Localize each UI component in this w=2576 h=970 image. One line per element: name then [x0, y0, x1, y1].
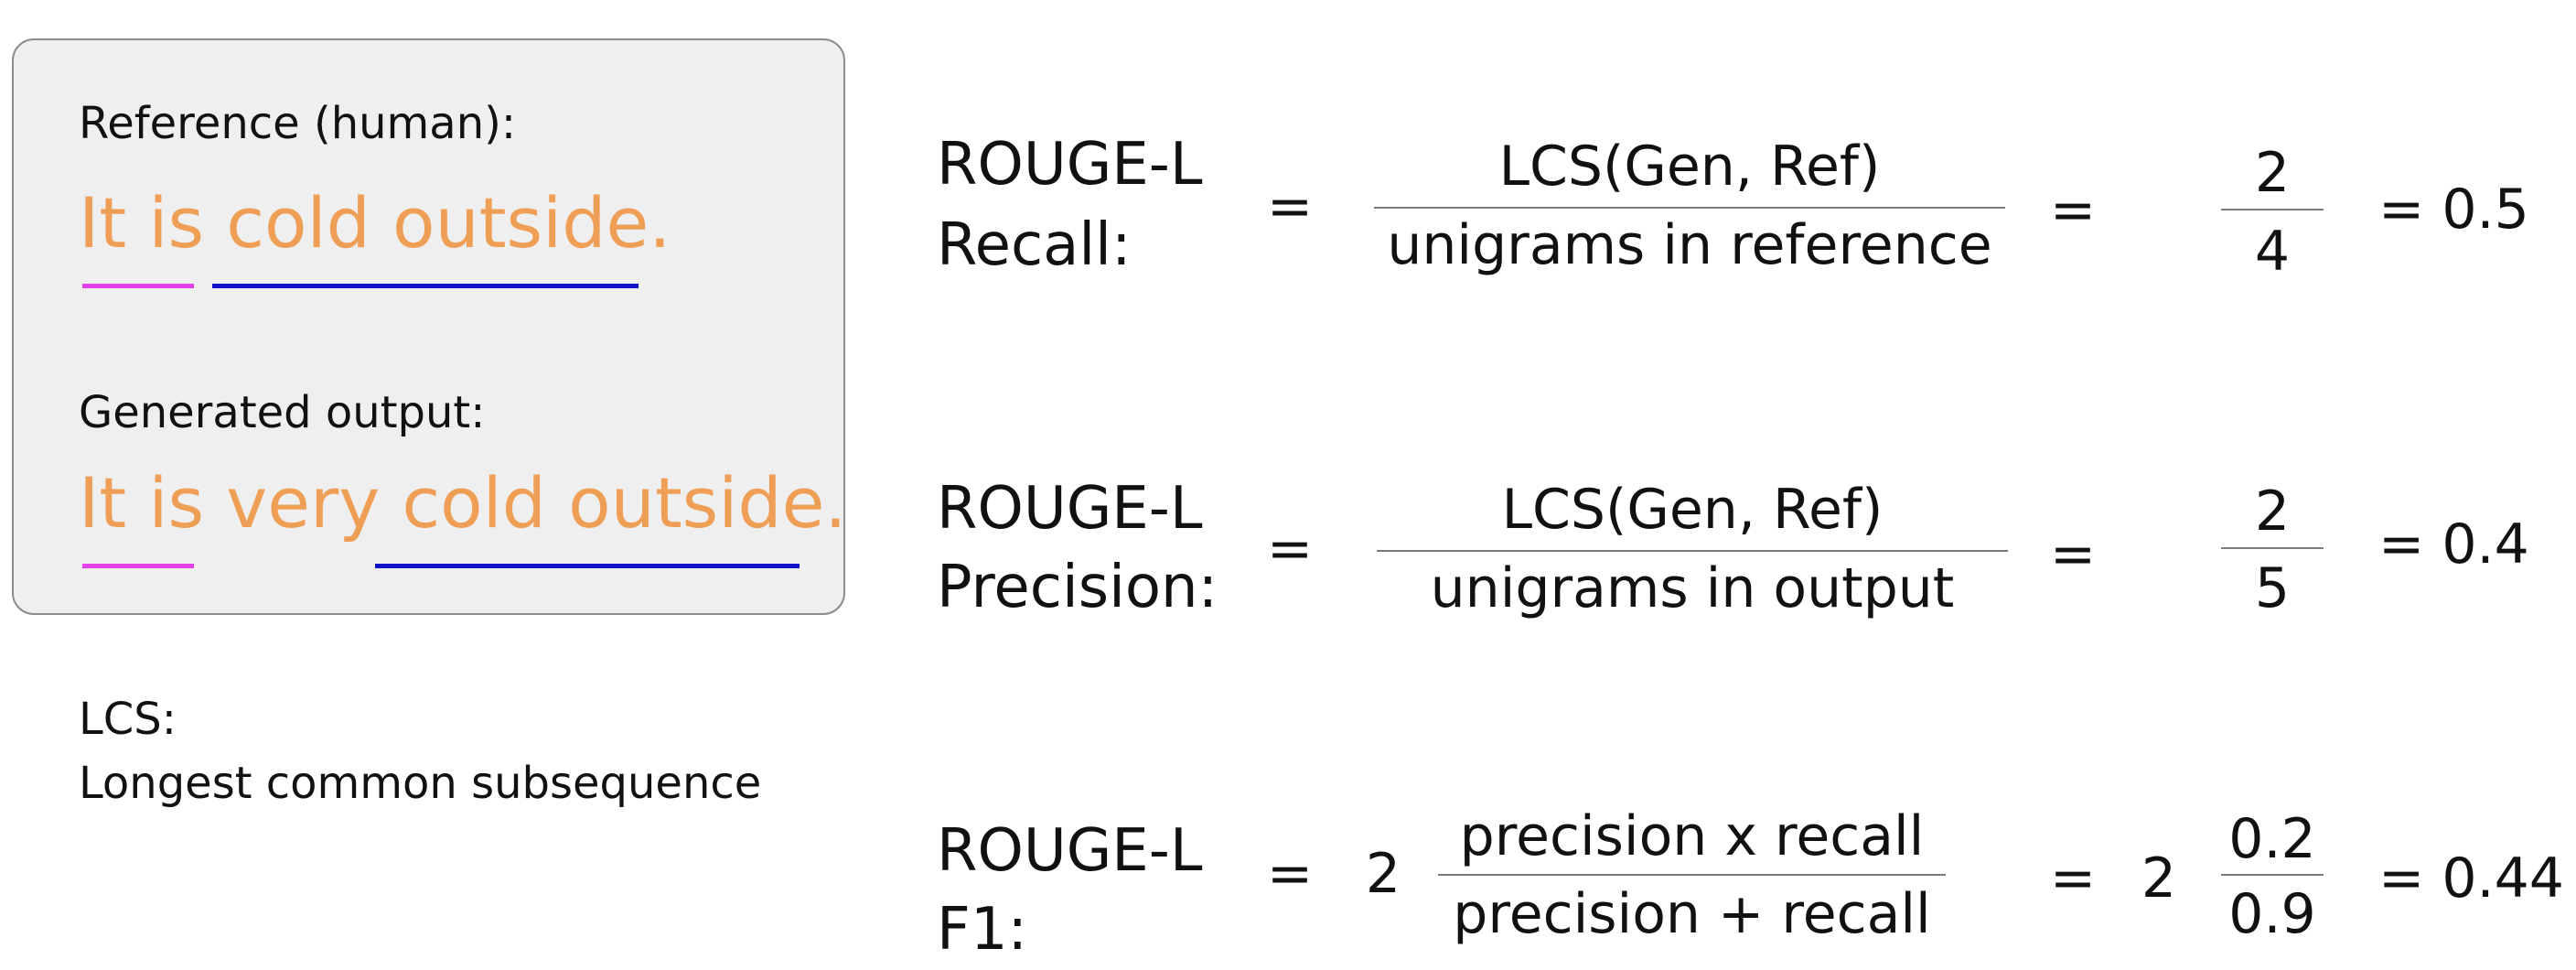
precision-equals-2: =	[2049, 523, 2097, 587]
precision-value-bar	[2221, 547, 2324, 549]
precision-equals-1: =	[1266, 517, 1314, 581]
precision-denominator: unigrams in output	[1430, 556, 1955, 620]
f1-equals-2: =	[2049, 846, 2097, 911]
f1-value-numerator: 0.2	[2228, 807, 2316, 871]
f1-label-line1: ROUGE-L	[937, 817, 1203, 885]
f1-result: = 0.44	[2378, 846, 2564, 911]
lcs-definition: Longest common subsequence	[79, 758, 762, 809]
generated-match-underline-cold-outside	[375, 564, 800, 568]
f1-value-denominator: 0.9	[2228, 882, 2316, 946]
recall-result: = 0.5	[2378, 178, 2529, 242]
precision-result: = 0.4	[2378, 512, 2529, 577]
precision-numerator: LCS(Gen, Ref)	[1501, 478, 1884, 542]
reference-label: Reference (human):	[79, 98, 517, 149]
reference-sentence: It is cold outside.	[79, 182, 671, 264]
f1-fraction-bar	[1438, 874, 1946, 876]
recall-denominator: unigrams in reference	[1387, 213, 1992, 277]
f1-value-bar	[2221, 874, 2324, 876]
recall-value-denominator: 4	[2254, 220, 2291, 284]
f1-coefficient-1: 2	[1365, 842, 1401, 906]
f1-coefficient-2: 2	[2141, 846, 2177, 911]
recall-value-numerator: 2	[2254, 141, 2291, 205]
recall-equals-2: =	[2049, 178, 2097, 242]
f1-equals-1: =	[1266, 842, 1314, 906]
generated-match-underline-it-is	[82, 564, 194, 568]
example-panel	[12, 38, 845, 615]
reference-match-underline-it-is	[82, 284, 194, 288]
f1-label-line2: F1:	[937, 896, 1028, 964]
generated-label: Generated output:	[79, 387, 486, 438]
recall-fraction-bar	[1374, 207, 2005, 209]
precision-label-line1: ROUGE-L	[937, 475, 1203, 543]
lcs-abbr: LCS:	[79, 694, 177, 745]
recall-label-line1: ROUGE-L	[937, 131, 1203, 199]
recall-numerator: LCS(Gen, Ref)	[1498, 135, 1881, 199]
recall-label-line2: Recall:	[937, 211, 1132, 279]
precision-label-line2: Precision:	[937, 554, 1218, 621]
recall-value-bar	[2221, 209, 2324, 210]
recall-equals-1: =	[1266, 175, 1314, 239]
generated-sentence: It is very cold outside.	[79, 462, 847, 544]
f1-denominator: precision + recall	[1453, 882, 1931, 946]
precision-value-denominator: 5	[2254, 556, 2291, 620]
precision-fraction-bar	[1377, 550, 2008, 552]
reference-match-underline-cold-outside	[212, 284, 639, 288]
f1-numerator: precision x recall	[1459, 804, 1925, 868]
precision-value-numerator: 2	[2254, 480, 2291, 544]
